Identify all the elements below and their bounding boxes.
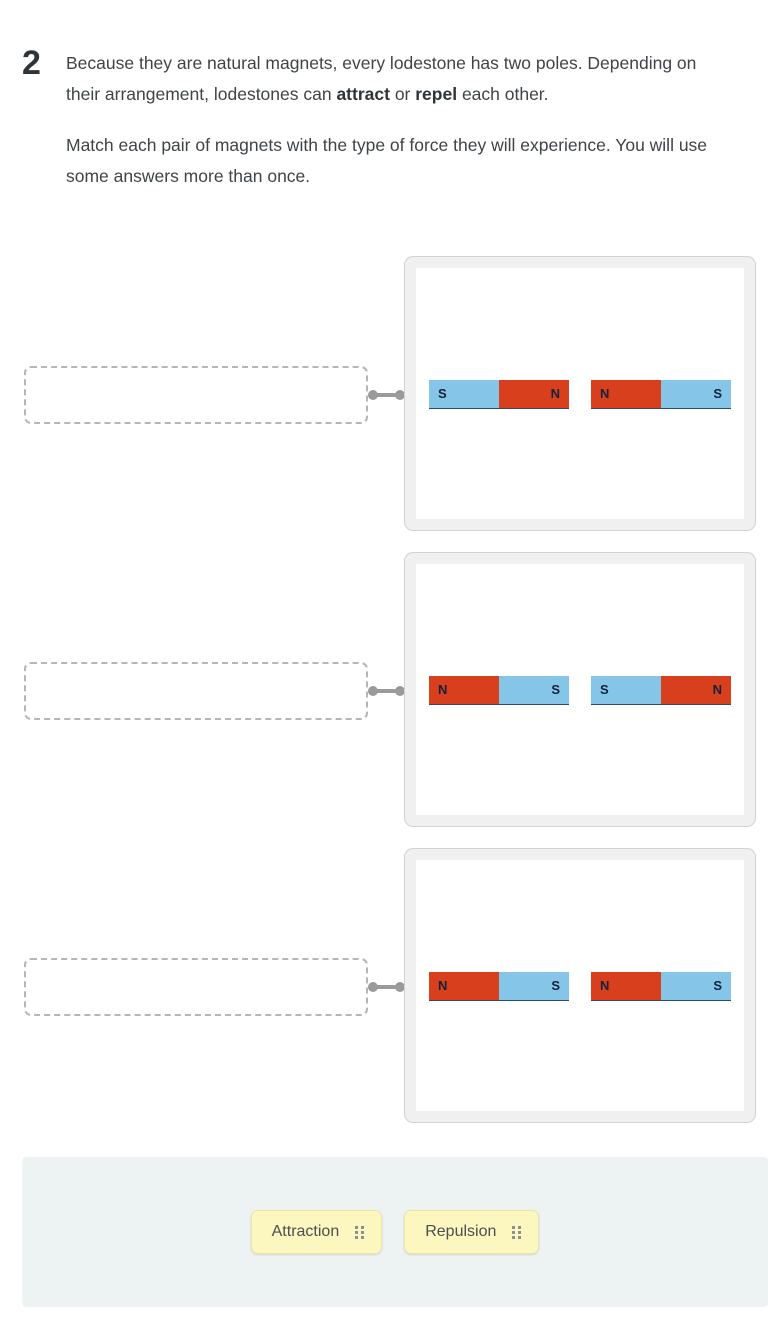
magnet-right: N S [591,971,731,1000]
answer-chip-label: Attraction [271,1223,340,1240]
question-text: Because they are natural magnets, every … [66,46,734,192]
question-number: 2 [22,44,41,82]
question-paragraph-1-text-a: Because they are natural magnets, every … [66,53,697,104]
connector-dot-right [395,390,405,400]
magnet-panel-row-1: S N N S [404,256,756,531]
pole-label: S [438,386,447,401]
magnet-pole-left: N [591,971,661,1000]
magnet-pole-left: S [429,379,499,408]
connector-dot-left [368,390,378,400]
pole-label: S [713,978,722,993]
link-connector-icon [368,685,405,697]
question-bold-repel: repel [415,84,458,104]
link-connector-icon [368,389,405,401]
magnet-pole-left: N [591,379,661,408]
magnet-pole-right: N [661,675,731,704]
question-bold-attract: attract [336,84,390,104]
pole-label: N [438,978,448,993]
question-paragraph-2: Match each pair of magnets with the type… [66,135,708,186]
drag-handle-icon[interactable] [512,1225,522,1239]
question-block: 2 Because they are natural magnets, ever… [0,0,768,192]
answer-chip-attraction[interactable]: Attraction [250,1210,383,1254]
magnet-pair: N S S N [429,675,731,704]
pole-label: N [550,386,560,401]
pole-label: N [438,682,448,697]
magnet-pole-right: S [499,675,569,704]
connector-line [372,689,401,693]
magnet-pair: S N N S [429,379,731,408]
magnet-pole-right: S [499,971,569,1000]
connector-line [372,393,401,397]
connector-line [372,985,401,989]
magnet-panel-row-2: N S S N [404,552,756,827]
magnet-panel-inner: N S S N [416,564,744,815]
magnet-panel-row-3: N S N S [404,848,756,1123]
magnet-pair: N S N S [429,971,731,1000]
dropzone-row-1[interactable] [24,366,368,424]
pole-label: N [600,978,610,993]
connector-dot-left [368,686,378,696]
pole-label: N [600,386,610,401]
pole-label: S [600,682,609,697]
answer-bank-tray: Attraction Repulsion [22,1157,768,1307]
drag-handle-icon[interactable] [355,1225,365,1239]
magnet-panel-inner: S N N S [416,268,744,519]
magnet-pole-left: N [429,675,499,704]
magnet-left: N S [429,971,569,1000]
dropzone-row-2[interactable] [24,662,368,720]
pole-label: S [551,978,560,993]
connector-dot-right [395,686,405,696]
magnet-pole-left: N [429,971,499,1000]
magnet-left: S N [429,379,569,408]
answer-chip-label: Repulsion [425,1223,497,1240]
pole-label: N [712,682,722,697]
magnet-pole-right: N [499,379,569,408]
magnet-pole-right: S [661,971,731,1000]
connector-dot-right [395,982,405,992]
magnet-right: N S [591,379,731,408]
magnet-pole-left: S [591,675,661,704]
connector-dot-left [368,982,378,992]
question-paragraph-1-text-c: each other. [457,84,549,104]
question-paragraph-1: Because they are natural magnets, every … [66,48,726,110]
dropzone-row-3[interactable] [24,958,368,1016]
pole-label: S [713,386,722,401]
magnet-pole-right: S [661,379,731,408]
magnet-right: S N [591,675,731,704]
pole-label: S [551,682,560,697]
magnet-panel-inner: N S N S [416,860,744,1111]
answer-chip-repulsion[interactable]: Repulsion [404,1210,540,1254]
magnet-left: N S [429,675,569,704]
question-paragraph-1-text-b: or [389,84,416,104]
link-connector-icon [368,981,405,993]
